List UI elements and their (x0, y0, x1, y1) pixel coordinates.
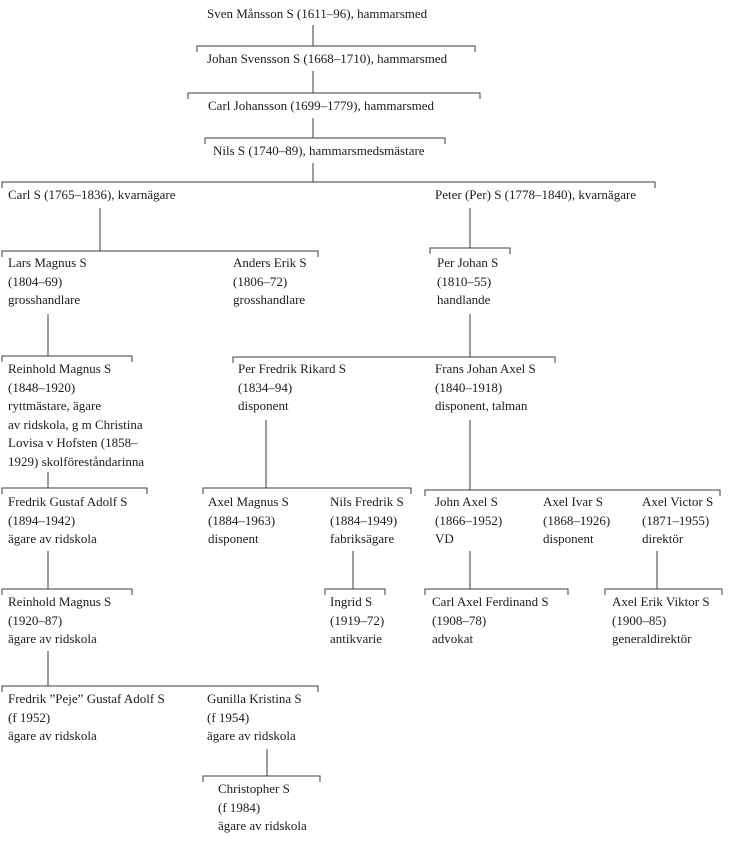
person-occupation: disponent, talman (435, 398, 528, 413)
tree-node-axel-ivar: Axel Ivar S (1868–1926) disponent (543, 493, 610, 549)
person-name: Axel Victor S (642, 494, 714, 509)
person-name: Axel Ivar S (543, 494, 603, 509)
person-years: (1920–87) (8, 612, 63, 628)
person-occupation: disponent (208, 531, 259, 546)
tree-node-anders-erik: Anders Erik S (1806–72) grosshandlare (233, 254, 307, 310)
tree-node-carl: Carl S (1765–1836), kvarnägare (8, 186, 176, 205)
person-years: (1919–72) (330, 612, 385, 628)
person-years: (1848–1920) (8, 379, 76, 395)
person-summary: Carl S (1765–1836), kvarnägare (8, 187, 176, 202)
person-years: (1834–94) (238, 379, 293, 395)
person-occupation: disponent (238, 398, 289, 413)
person-occupation: advokat (432, 631, 474, 646)
tree-node-ingrid: Ingrid S (1919–72) antikvarie (330, 593, 384, 649)
person-name: John Axel S (435, 494, 498, 509)
person-note: av ridskola, g m Christina (8, 416, 143, 432)
person-occupation: ägare av ridskola (8, 531, 97, 546)
person-occupation: direktör (642, 531, 684, 546)
person-name: Per Fredrik Rikard S (238, 361, 346, 376)
tree-node-per-johan: Per Johan S (1810–55) handlande (437, 254, 498, 310)
tree-node-nils-fredrik: Nils Fredrik S (1884–1949) fabriksägare (330, 493, 404, 549)
person-occupation: grosshandlare (8, 292, 81, 307)
tree-node-fredrik-gustaf-adolf: Fredrik Gustaf Adolf S (1894–1942) ägare… (8, 493, 128, 549)
descent-lines (1, 25, 723, 782)
person-occupation: generaldirektör (612, 631, 692, 646)
tree-node-reinhold-magnus-1848: Reinhold Magnus S (1848–1920) ryttmästar… (8, 360, 144, 471)
person-name: Reinhold Magnus S (8, 594, 112, 609)
tree-node-christopher: Christopher S (f 1984) ägare av ridskola (218, 780, 307, 836)
person-occupation: VD (435, 531, 454, 546)
person-summary: Nils S (1740–89), hammarsmedsmästare (213, 143, 425, 158)
person-occupation: fabriksägare (330, 531, 395, 546)
tree-node-carl-axel-ferdinand: Carl Axel Ferdinand S (1908–78) advokat (432, 593, 549, 649)
person-summary: Carl Johansson (1699–1779), hammarsmed (208, 98, 435, 113)
person-occupation: ryttmästare, ägare (8, 398, 102, 413)
tree-node-nils: Nils S (1740–89), hammarsmedsmästare (213, 142, 425, 161)
person-name: Fredrik ”Peje” Gustaf Adolf S (8, 691, 165, 706)
person-years: (f 1954) (207, 709, 250, 725)
person-years: (1868–1926) (543, 512, 611, 528)
person-name: Ingrid S (330, 594, 373, 609)
person-summary: Sven Månsson S (1611–96), hammarsmed (207, 6, 428, 21)
tree-node-axel-magnus: Axel Magnus S (1884–1963) disponent (208, 493, 289, 549)
person-years: (1840–1918) (435, 379, 503, 395)
person-years: (f 1984) (218, 799, 261, 815)
person-years: (1806–72) (233, 273, 288, 289)
person-years: (1900–85) (612, 612, 667, 628)
tree-node-carl-johansson: Carl Johansson (1699–1779), hammarsmed (208, 97, 434, 116)
person-years: (1871–1955) (642, 512, 710, 528)
person-occupation: ägare av ridskola (8, 728, 97, 743)
person-name: Carl Axel Ferdinand S (432, 594, 549, 609)
person-occupation: handlande (437, 292, 491, 307)
tree-node-lars-magnus: Lars Magnus S (1804–69) grosshandlare (8, 254, 87, 310)
tree-node-per-fredrik-rikard: Per Fredrik Rikard S (1834–94) disponent (238, 360, 346, 416)
person-years: (f 1952) (8, 709, 51, 725)
person-name: Reinhold Magnus S (8, 361, 112, 376)
person-years: (1894–1942) (8, 512, 76, 528)
person-occupation: disponent (543, 531, 594, 546)
person-name: Per Johan S (437, 255, 499, 270)
person-note: Lovisa v Hofsten (1858– (8, 435, 138, 450)
person-name: Axel Erik Viktor S (612, 594, 710, 609)
person-name: Gunilla Kristina S (207, 691, 302, 706)
tree-node-axel-erik-viktor: Axel Erik Viktor S (1900–85) generaldire… (612, 593, 710, 649)
person-years: (1810–55) (437, 273, 492, 289)
person-years: (1884–1963) (208, 512, 276, 528)
person-name: Nils Fredrik S (330, 494, 404, 509)
tree-node-sven-mansson: Sven Månsson S (1611–96), hammarsmed (207, 5, 427, 24)
person-name: Lars Magnus S (8, 255, 87, 270)
person-name: Axel Magnus S (208, 494, 289, 509)
person-note: 1929) skolföreståndarinna (8, 453, 145, 469)
person-name: Frans Johan Axel S (435, 361, 536, 376)
person-years: (1866–1952) (435, 512, 503, 528)
tree-node-fredrik-peje: Fredrik ”Peje” Gustaf Adolf S (f 1952) ä… (8, 690, 165, 746)
person-name: Fredrik Gustaf Adolf S (8, 494, 128, 509)
tree-node-peter: Peter (Per) S (1778–1840), kvarnägare (435, 186, 636, 205)
person-occupation: antikvarie (330, 631, 382, 646)
tree-node-axel-victor: Axel Victor S (1871–1955) direktör (642, 493, 713, 549)
tree-node-reinhold-magnus-1920: Reinhold Magnus S (1920–87) ägare av rid… (8, 593, 111, 649)
person-years: (1908–78) (432, 612, 487, 628)
person-years: (1804–69) (8, 273, 63, 289)
person-occupation: grosshandlare (233, 292, 306, 307)
person-summary: Johan Svensson S (1668–1710), hammarsmed (207, 51, 448, 66)
tree-node-johan-svensson: Johan Svensson S (1668–1710), hammarsmed (207, 50, 447, 69)
person-occupation: ägare av ridskola (207, 728, 296, 743)
person-name: Christopher S (218, 781, 290, 796)
person-summary: Peter (Per) S (1778–1840), kvarnägare (435, 187, 637, 202)
person-occupation: ägare av ridskola (218, 818, 307, 833)
person-years: (1884–1949) (330, 512, 398, 528)
tree-node-frans-johan-axel: Frans Johan Axel S (1840–1918) disponent… (435, 360, 536, 416)
tree-node-gunilla-kristina: Gunilla Kristina S (f 1954) ägare av rid… (207, 690, 302, 746)
person-occupation: ägare av ridskola (8, 631, 97, 646)
person-name: Anders Erik S (233, 255, 307, 270)
tree-node-john-axel: John Axel S (1866–1952) VD (435, 493, 502, 549)
